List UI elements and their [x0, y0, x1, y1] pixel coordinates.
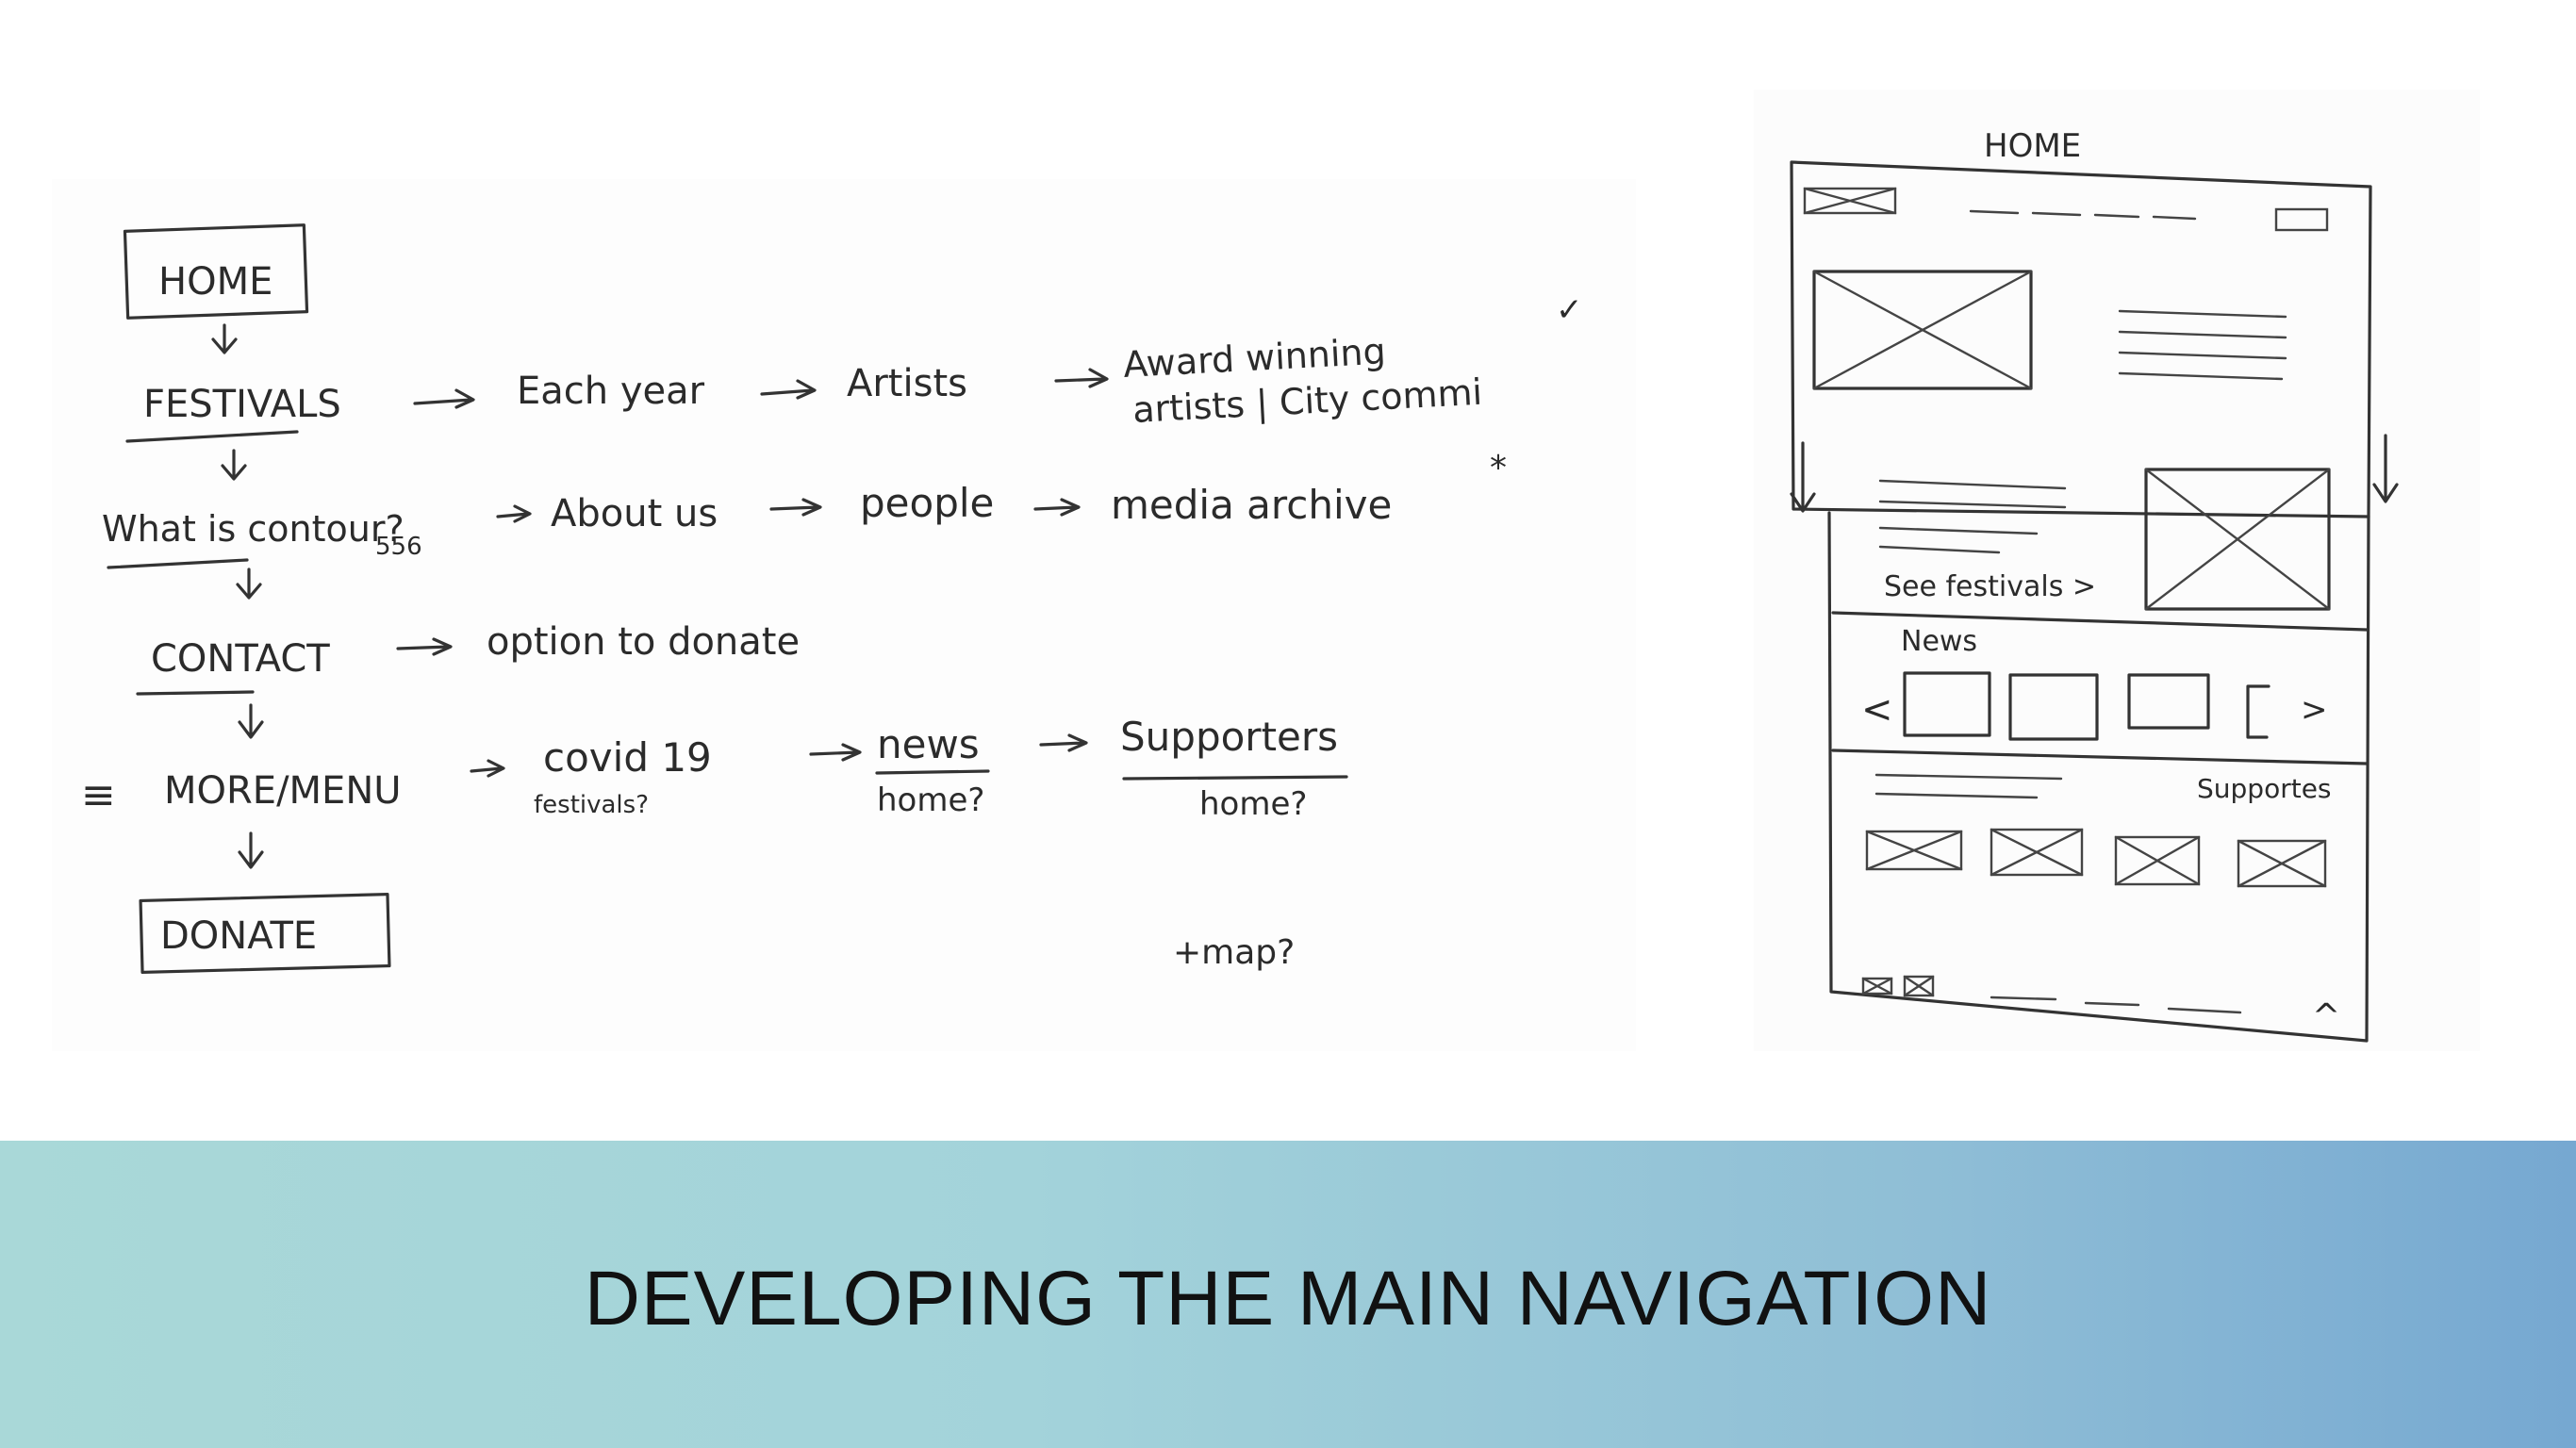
- logo-placeholder-cross: [1803, 187, 1897, 215]
- arrow-right-icon: [1039, 733, 1088, 752]
- title-banner: DEVELOPING THE MAIN NAVIGATION: [0, 1141, 2576, 1448]
- section-divider: [1831, 749, 2369, 765]
- flow-donate-option: option to donate: [487, 620, 800, 664]
- slide-title: DEVELOPING THE MAIN NAVIGATION: [584, 1256, 1992, 1341]
- arrow-right-icon: [496, 504, 532, 523]
- section-divider: [1831, 611, 2369, 632]
- arrow-right-icon: [413, 388, 475, 409]
- flow-news-home-q: home?: [877, 782, 984, 819]
- flow-what-is: What is contour?: [102, 508, 405, 550]
- news-card: [1903, 671, 1991, 737]
- news-card-partial: [2246, 684, 2271, 739]
- menu-icon: ≡: [81, 771, 116, 819]
- nav-links-placeholder: [1969, 209, 2197, 221]
- logo-placeholder: [1803, 187, 1897, 215]
- flow-number: 556: [375, 533, 422, 561]
- arrow-right-icon: [809, 743, 862, 762]
- arrow-down-icon: [238, 831, 264, 869]
- hero-image-placeholder: [1812, 270, 2033, 390]
- see-festivals-link: See festivals >: [1884, 570, 2096, 603]
- home-wireframe: HOME See festivals >: [1790, 127, 2399, 1043]
- festival-image-cross: [2144, 468, 2331, 611]
- festival-image-placeholder: [2144, 468, 2331, 611]
- hero-image-cross: [1812, 270, 2033, 390]
- arrow-right-icon: [1054, 368, 1109, 388]
- flow-home: HOME: [158, 260, 272, 304]
- supporter-logo-cross: [1865, 830, 1963, 871]
- flow-each-year: Each year: [517, 370, 705, 413]
- arrow-down-icon: [221, 449, 247, 481]
- arrow-right-icon: [760, 379, 817, 400]
- wireframe-title: HOME: [1984, 127, 2081, 165]
- social-icon: [1903, 975, 1935, 997]
- news-card: [2127, 673, 2210, 730]
- social-icon: [1861, 977, 1893, 996]
- supporters-text-placeholder: [1874, 773, 2063, 799]
- supporter-logo: [1990, 828, 2084, 877]
- scroll-down-icon: [1790, 441, 1816, 513]
- flow-contact: CONTACT: [151, 637, 330, 681]
- supporter-logo: [1865, 830, 1963, 871]
- carousel-prev-icon: <: [1861, 688, 1893, 732]
- wireframe-sketch-paper: [1754, 90, 2480, 1051]
- flow-covid: covid 19: [543, 734, 712, 781]
- flow-donate: DONATE: [160, 914, 317, 958]
- home-box: [123, 223, 309, 320]
- flow-festivals-note: festivals?: [534, 791, 649, 819]
- supporter-logo-cross: [2114, 835, 2201, 886]
- arrow-right-icon: [396, 637, 453, 656]
- arrow-right-icon: [769, 498, 822, 517]
- scroll-down-icon: [2372, 434, 2399, 503]
- underline: [107, 558, 249, 569]
- footer-links-placeholder: [1990, 996, 2242, 1014]
- arrow-down-icon: [211, 323, 238, 354]
- flow-more-menu: MORE/MENU: [164, 769, 402, 813]
- navigation-sketch: HOME FESTIVALS Each year Artists Award w…: [81, 127, 2399, 1043]
- flow-artists: Artists: [847, 362, 967, 405]
- supporter-logo: [2114, 835, 2201, 886]
- donate-box: [139, 892, 391, 975]
- flow-about-us: About us: [551, 492, 718, 535]
- back-to-top-icon: ^: [2312, 997, 2340, 1036]
- news-card: [2008, 673, 2099, 741]
- social-icon-cross: [1861, 977, 1893, 996]
- menu-button-placeholder: [2274, 207, 2329, 232]
- festival-text-placeholder: [1878, 479, 2067, 554]
- social-icon-cross: [1903, 975, 1935, 997]
- flow-media-archive: media archive: [1111, 482, 1392, 528]
- site-flow-diagram: HOME FESTIVALS Each year Artists Award w…: [81, 223, 1583, 975]
- flow-supporters: Supporters: [1120, 714, 1338, 760]
- underline: [875, 769, 990, 775]
- arrow-right-icon: [1033, 498, 1081, 517]
- underline: [136, 690, 255, 696]
- flow-map-q: +map?: [1173, 933, 1295, 972]
- supporter-logo-cross: [1990, 828, 2084, 877]
- underline: [125, 430, 299, 443]
- supporter-logo-cross: [2237, 839, 2327, 888]
- flow-supporters-home-q: home?: [1199, 785, 1307, 823]
- news-label: News: [1901, 625, 1977, 658]
- flow-festivals: FESTIVALS: [143, 383, 341, 426]
- flow-check: ✓: [1556, 291, 1583, 329]
- supporter-logos: [1865, 828, 2327, 888]
- arrow-right-icon: [470, 759, 505, 778]
- flow-news: news: [877, 721, 980, 767]
- hero-text-placeholder: [2118, 309, 2287, 381]
- wireframe-mobile-frame: [1827, 511, 2370, 1043]
- flow-star: *: [1490, 449, 1507, 487]
- underline: [1122, 775, 1348, 781]
- arrow-down-icon: [236, 568, 262, 600]
- carousel-next-icon: >: [2301, 691, 2328, 729]
- flow-sketch-paper: [52, 179, 1636, 1051]
- flow-people: people: [860, 480, 994, 526]
- supporters-label: Supportes: [2197, 773, 2332, 804]
- supporter-logo: [2237, 839, 2327, 888]
- arrow-down-icon: [238, 703, 264, 739]
